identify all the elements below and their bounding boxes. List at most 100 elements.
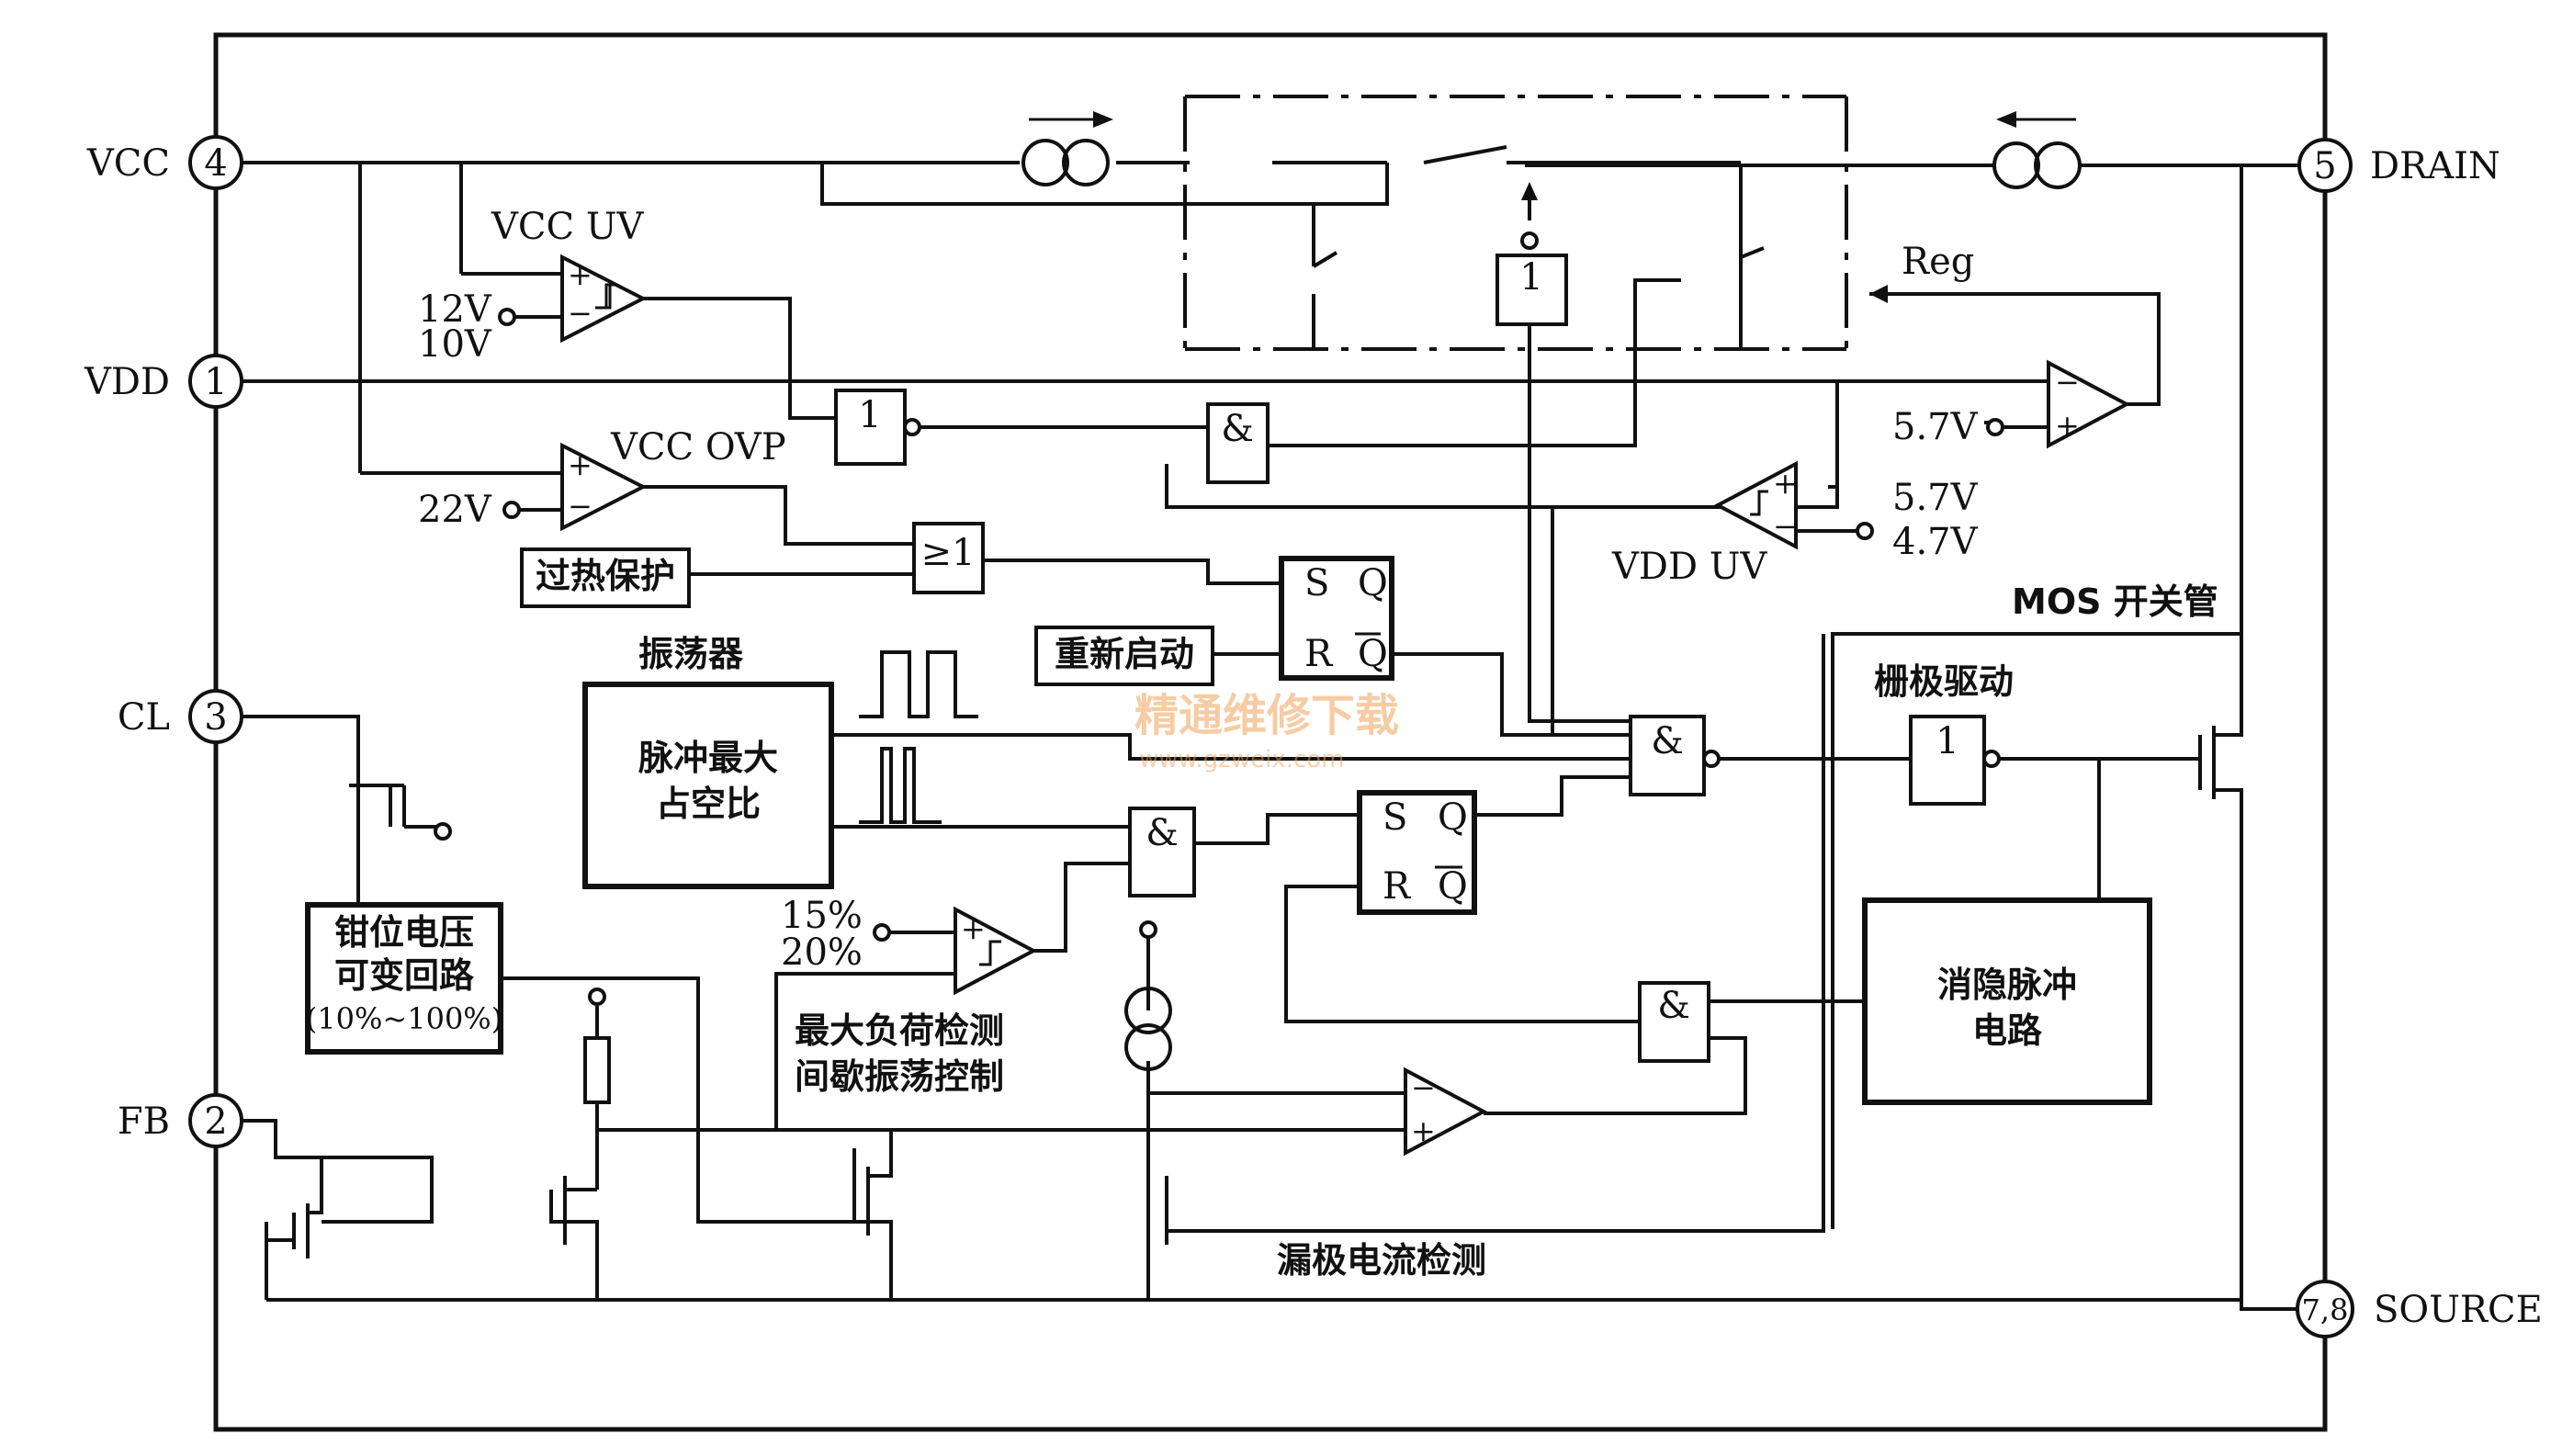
pin-source: 7,8 SOURCE [2296,1280,2543,1338]
10v-label: 10V [418,323,492,366]
svg-text:+: + [568,257,593,292]
svg-text:重新启动: 重新启动 [1055,634,1194,674]
svg-text:电路: 电路 [1972,1010,2043,1051]
pin-source-num: 7,8 [2302,1292,2349,1327]
svg-text:S: S [1383,796,1407,839]
pin-vcc-name: VCC [86,142,170,185]
12v-label: 12V [418,288,492,331]
pin-cl-num: 3 [204,696,227,739]
svg-text:Q: Q [1438,796,1468,839]
drain-current-comparator: − + [1404,1067,1488,1157]
fb-transistor [292,1157,323,1258]
pin-cl: 3 CL [118,689,243,744]
svg-text:+: + [1411,1113,1436,1148]
svg-text:−: − [2055,365,2080,400]
svg-text:−: − [1773,509,1798,544]
pin-source-name: SOURCE [2374,1289,2543,1331]
svg-text:−: − [1411,1070,1436,1105]
svg-text:−: − [568,489,593,524]
supply-node-left [588,988,606,1006]
vcc-ovp-label: VCC OVP [610,426,786,468]
reg-comparator: − + [1986,359,2131,449]
vcc-uv-label: VCC UV [491,206,645,248]
svg-text:&: & [1657,985,1690,1027]
5-7v-label-a: 5.7V [1892,406,1979,448]
svg-text:+: + [568,447,593,482]
pin-drain-name: DRAIN [2370,145,2500,187]
svg-text:Q: Q [1358,633,1388,675]
15-percent-label: 15% [781,895,863,937]
pin-vcc-num: 4 [204,142,227,185]
svg-text:+: + [1773,466,1798,501]
pulse-waveform-bottom [859,747,942,824]
svg-text:消隐脉冲: 消隐脉冲 [1937,965,2077,1005]
reg-arrow [1869,285,1888,303]
vcc-uv-comparator: + − [498,254,648,344]
pin-drain-num: 5 [2313,145,2336,187]
4-7v-label: 4.7V [1892,521,1979,563]
svg-text:S: S [1304,562,1329,604]
svg-text:过热保护: 过热保护 [536,556,675,596]
5-7v-label-b: 5.7V [1892,477,1979,519]
vdd-uv-comparator: + − [1713,460,1874,550]
svg-text:−: − [568,296,593,331]
svg-text:&: & [1221,408,1254,450]
pin-cl-name: CL [118,696,170,739]
and-gate-uv: & [1206,402,1270,484]
and-gate-maxload: & [1128,807,1196,897]
not-up-arrow [1521,182,1538,200]
not-gate-uv: 1 [834,389,921,466]
gate-driver-not: 1 [1909,715,2001,806]
vcc-ovp-comparator: + − [502,442,648,532]
watermark-url: www.gzweix.com [1139,746,1345,773]
switch-block [1183,95,1848,351]
svg-text:可变回路: 可变回路 [334,955,475,996]
current-source-sense [1124,987,1172,1071]
pulse-waveform-top [859,650,978,718]
sr-latch-maxload: S R Q Q [1357,790,1477,915]
blanking-box: 消隐脉冲 电路 [1862,897,2152,1105]
max-load-comparator: + [873,906,1038,996]
svg-text:≥1: ≥1 [921,532,976,574]
supply-node-right [1139,920,1157,939]
pin-vdd: 1 VDD [84,354,243,409]
vdd-uv-label: VDD UV [1611,546,1767,588]
svg-text:Q: Q [1438,865,1468,908]
svg-text:占空比: 占空比 [656,784,761,824]
oscillator-label: 振荡器 [638,634,744,674]
pin-fb-num: 2 [204,1100,227,1143]
mos-label: MOS 开关管 [2012,581,2218,622]
svg-text:1: 1 [1936,720,1958,762]
current-source-vcc [1021,111,1113,186]
20-percent-label: 20% [781,931,863,974]
and-gate-main: & [1629,715,1721,796]
pin-vdd-num: 1 [204,361,227,403]
resistor [583,1036,611,1104]
svg-text:Q: Q [1358,562,1388,604]
svg-text:脉冲最大: 脉冲最大 [638,738,778,778]
pin-fb-name: FB [118,1100,170,1143]
svg-text:&: & [1146,812,1179,854]
pin-vcc: 4 VCC [86,135,243,190]
reg-label: Reg [1902,241,1974,283]
not-gate-switch: 1 [1495,254,1568,326]
svg-text:(10%~100%): (10%~100%) [306,1001,502,1036]
pin-drain: 5 DRAIN [2297,138,2500,193]
clamp-box: 钳位电压 可变回路 (10%~100%) [305,902,503,1055]
svg-text:+: + [961,911,986,946]
oscillator-box: 脉冲最大 占空比 [582,682,834,889]
svg-text:+: + [2055,408,2080,443]
max-load-label-1: 最大负荷检测 [795,1010,1004,1051]
svg-text:1: 1 [1519,256,1542,299]
restart-box: 重新启动 [1034,626,1214,686]
22v-label: 22V [418,489,492,531]
pin-vdd-name: VDD [84,361,170,403]
svg-text:R: R [1383,865,1412,908]
current-source-drain [1992,111,2082,189]
pin-fb: 2 FB [118,1093,243,1148]
cl-switch-node [434,822,452,841]
svg-text:1: 1 [858,394,881,436]
max-load-label-2: 间歇振荡控制 [795,1056,1004,1097]
